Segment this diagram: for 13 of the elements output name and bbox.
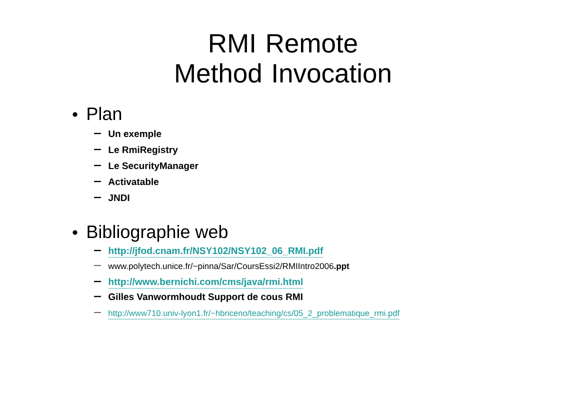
- list-item: Activatable: [108, 178, 159, 186]
- list-item: Le RmiRegistry: [108, 146, 178, 155]
- list-item: www.polytech.unice.fr/~pinna/Sar/CoursEssi2/RMIIntro2006.ppt: [108, 262, 350, 271]
- list-item: Un exemple: [108, 130, 162, 139]
- list-item: JNDI: [108, 194, 130, 202]
- link: http://jfod.cnam.fr/NSY102/NSY102_06_RMI.pdf: [108, 247, 324, 258]
- list-item: Le SecurityManager: [108, 162, 198, 171]
- list-item: Gilles Vanwormhoudt Support de cous RMI: [108, 293, 302, 302]
- link: http://www.bernichi.com/cms/java/rmi.html: [108, 278, 304, 289]
- bullet-item: Plan: [88, 106, 122, 120]
- bullet-item: Bibliographie web: [88, 224, 228, 242]
- link: http://www710.univ-lyon1.fr/~hbriceno/teaching/cs/05_2_problematique_rmi.pdf: [108, 310, 400, 320]
- slide-title: RMI Remote Method Invocation: [176, 34, 390, 83]
